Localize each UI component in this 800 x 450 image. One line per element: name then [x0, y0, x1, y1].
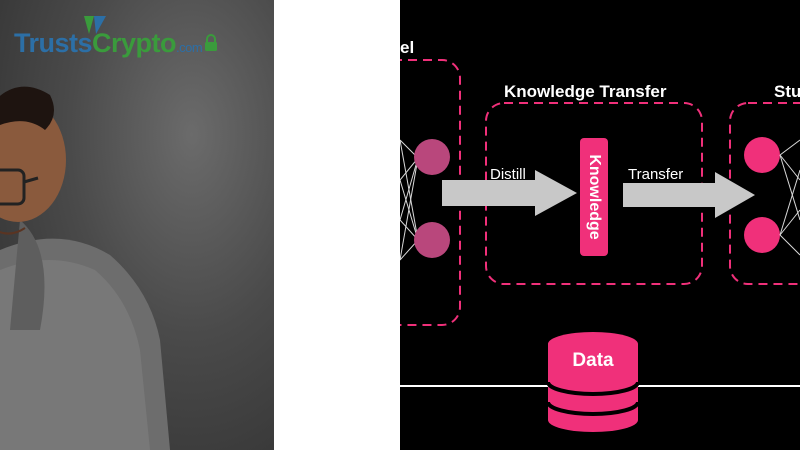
student-node-top [744, 137, 780, 173]
teacher-model-box [400, 59, 461, 326]
knowledge-distillation-diagram: el Knowledge Transfer Stu Distill Transf… [400, 0, 800, 450]
distill-arrow [442, 170, 577, 216]
logo-mark-icon [84, 16, 106, 34]
transfer-arrow [623, 172, 755, 218]
knowledge-box: Knowledge [580, 138, 608, 256]
teacher-node-bottom [414, 222, 450, 258]
teacher-node-top [414, 139, 450, 175]
logo-text-trusts: Trusts [14, 28, 93, 58]
logo-text-com: .com [176, 40, 203, 55]
student-model-box [729, 102, 800, 285]
teacher-model-label: el [400, 38, 415, 57]
person-illustration [0, 86, 170, 450]
student-node-bottom [744, 217, 780, 253]
student-network-icon [779, 139, 800, 256]
logo-text: TrustsCrypto.com [14, 28, 203, 59]
logo-text-crypto: Crypto [92, 28, 177, 58]
lock-icon [205, 34, 217, 51]
database-icon [546, 332, 640, 432]
person-photo: TrustsCrypto.com [0, 0, 274, 450]
knowledge-transfer-title: Knowledge Transfer [504, 82, 667, 101]
student-model-label: Stu [774, 82, 800, 101]
diagram-shapes [400, 59, 800, 432]
transfer-label: Transfer [628, 166, 684, 183]
distill-label: Distill [490, 166, 526, 183]
site-logo[interactable]: TrustsCrypto.com [14, 14, 224, 60]
knowledge-box-label: Knowledge [586, 154, 603, 240]
data-label: Data [572, 350, 614, 371]
white-divider [274, 0, 400, 450]
